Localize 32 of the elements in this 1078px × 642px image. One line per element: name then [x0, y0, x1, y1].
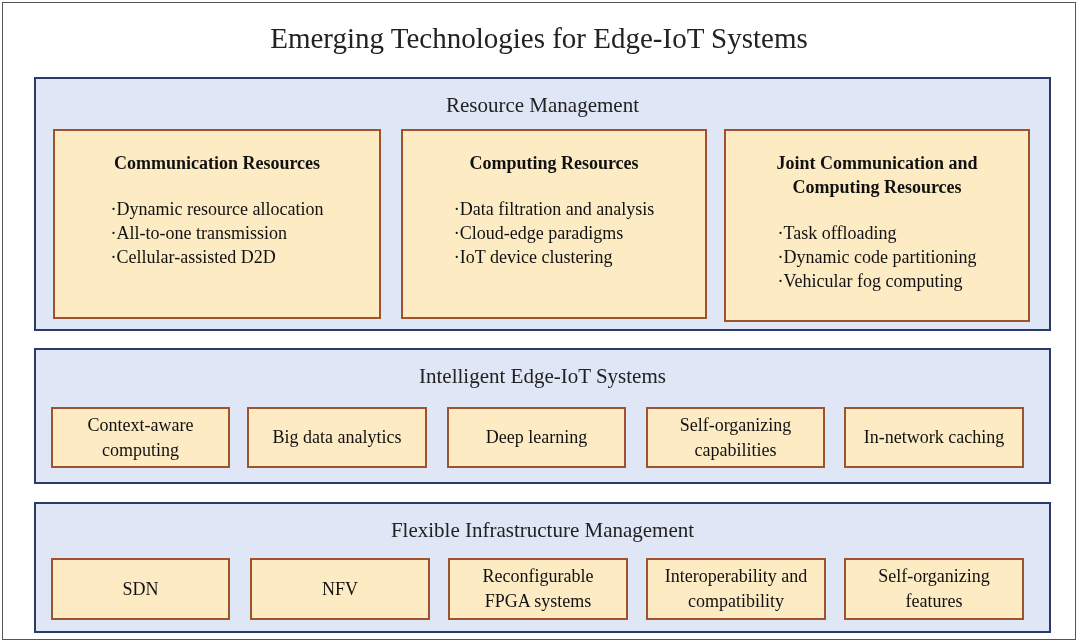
bullet-item: ·IoT device clustering — [453, 246, 614, 269]
bullet-item: ·Vehicular fog computing — [777, 270, 964, 293]
bullet-item: ·Cloud-edge paradigms — [453, 222, 625, 245]
section-heading: Resource Management — [445, 92, 640, 119]
technology-box: Self-organizing capabilities — [646, 407, 825, 468]
technology-box: Reconfigurable FPGA systems — [448, 558, 628, 620]
box-heading: Joint Communication and Computing Resources — [775, 152, 979, 199]
bullet-item: ·Data filtration and analysis — [453, 198, 655, 221]
section-panel — [34, 348, 1051, 484]
bullet-item: ·Task offloading — [777, 222, 898, 245]
bullet-item: ·All-to-one transmission — [110, 222, 289, 245]
technology-box: SDN — [51, 558, 230, 620]
section-heading: Flexible Infrastructure Management — [389, 517, 696, 544]
frame-heading: Emerging Technologies for Edge-IoT Systems — [269, 21, 809, 56]
section-panel — [34, 502, 1051, 633]
section-panel — [34, 77, 1051, 331]
bullet-item: ·Cellular-assisted D2D — [110, 246, 277, 269]
resource-box — [724, 129, 1030, 322]
box-heading: Computing Resources — [468, 152, 640, 175]
technology-box: Deep learning — [447, 407, 626, 468]
technology-box: Big data analytics — [247, 407, 427, 468]
technology-box: Self-organizing features — [844, 558, 1024, 620]
resource-box — [53, 129, 381, 319]
technology-box: Context-aware computing — [51, 407, 230, 468]
section-heading: Intelligent Edge-IoT Systems — [418, 363, 667, 390]
resource-box — [401, 129, 707, 319]
box-heading: Communication Resources — [112, 152, 322, 175]
technology-box: In-network caching — [844, 407, 1024, 468]
bullet-item: ·Dynamic resource allocation — [110, 198, 324, 221]
technology-box: NFV — [250, 558, 430, 620]
technology-box: Interoperability and compatibility — [646, 558, 826, 620]
bullet-item: ·Dynamic code partitioning — [777, 246, 977, 269]
